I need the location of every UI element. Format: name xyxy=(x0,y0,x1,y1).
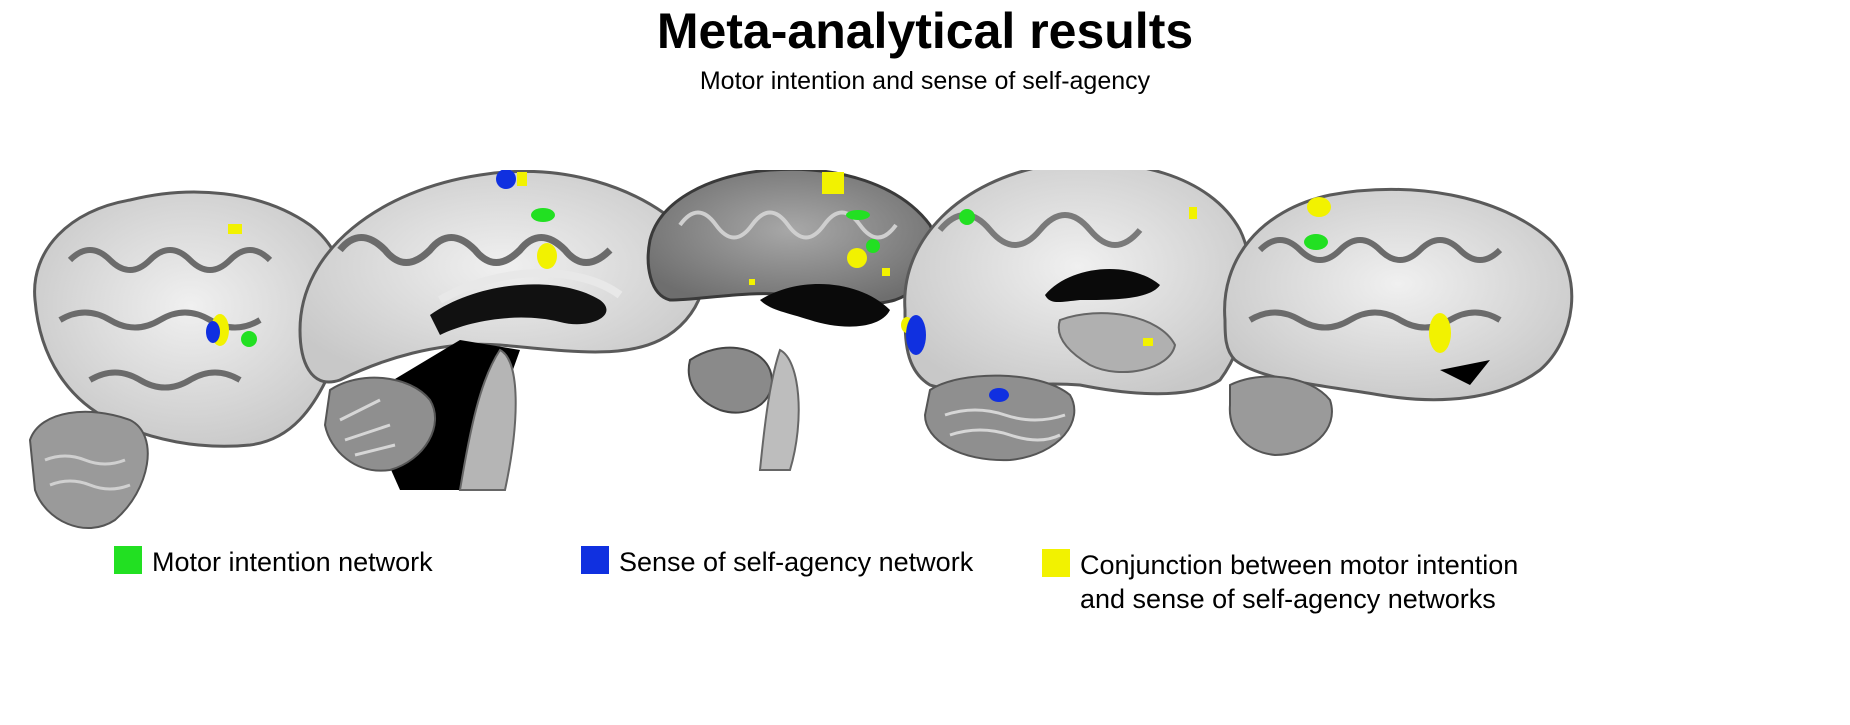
green-square-icon xyxy=(114,546,142,574)
figure-subtitle: Motor intention and sense of self-agency xyxy=(699,67,1151,95)
motor-cluster xyxy=(846,210,870,220)
figure-title: Meta-analytical results xyxy=(656,3,1194,59)
brain-slices-panel xyxy=(28,170,1574,530)
motor-cluster xyxy=(1304,234,1328,250)
conjunction-cluster xyxy=(517,172,527,186)
brain-slice-4 xyxy=(903,170,1252,462)
conjunction-cluster xyxy=(882,268,890,276)
brain-slice-3 xyxy=(646,170,937,471)
motor-cluster xyxy=(866,239,880,253)
conjunction-cluster xyxy=(1189,207,1197,219)
legend-motor-label: Motor intention network xyxy=(152,547,433,577)
conjunction-cluster xyxy=(1143,338,1153,346)
conjunction-cluster xyxy=(1429,313,1451,353)
agency-cluster xyxy=(206,321,220,343)
yellow-square-icon xyxy=(1042,549,1070,577)
motor-cluster xyxy=(959,209,975,225)
legend-conjunction-label-line2: and sense of self-agency networks xyxy=(1080,584,1496,614)
activation-clusters xyxy=(206,170,1451,402)
conjunction-cluster xyxy=(822,172,844,194)
agency-cluster xyxy=(496,170,516,189)
conjunction-cluster xyxy=(1307,197,1331,217)
motor-cluster xyxy=(241,331,257,347)
conjunction-cluster xyxy=(749,279,755,285)
blue-square-icon xyxy=(581,546,609,574)
conjunction-cluster xyxy=(228,224,242,234)
legend-motor: Motor intention network xyxy=(114,545,433,579)
legend-conjunction: Conjunction between motor intention and … xyxy=(1042,548,1518,616)
motor-cluster xyxy=(531,208,555,222)
brain-slice-1 xyxy=(28,190,348,530)
agency-cluster xyxy=(989,388,1009,402)
agency-cluster xyxy=(906,315,926,355)
conjunction-cluster xyxy=(847,248,867,268)
brain-slice-2 xyxy=(298,170,706,491)
conjunction-cluster xyxy=(537,243,557,269)
legend-agency-label: Sense of self-agency network xyxy=(619,547,974,577)
legend-conjunction-label-line1: Conjunction between motor intention xyxy=(1080,550,1519,580)
brain-slice-5 xyxy=(1223,187,1574,457)
legend-agency: Sense of self-agency network xyxy=(581,545,973,579)
